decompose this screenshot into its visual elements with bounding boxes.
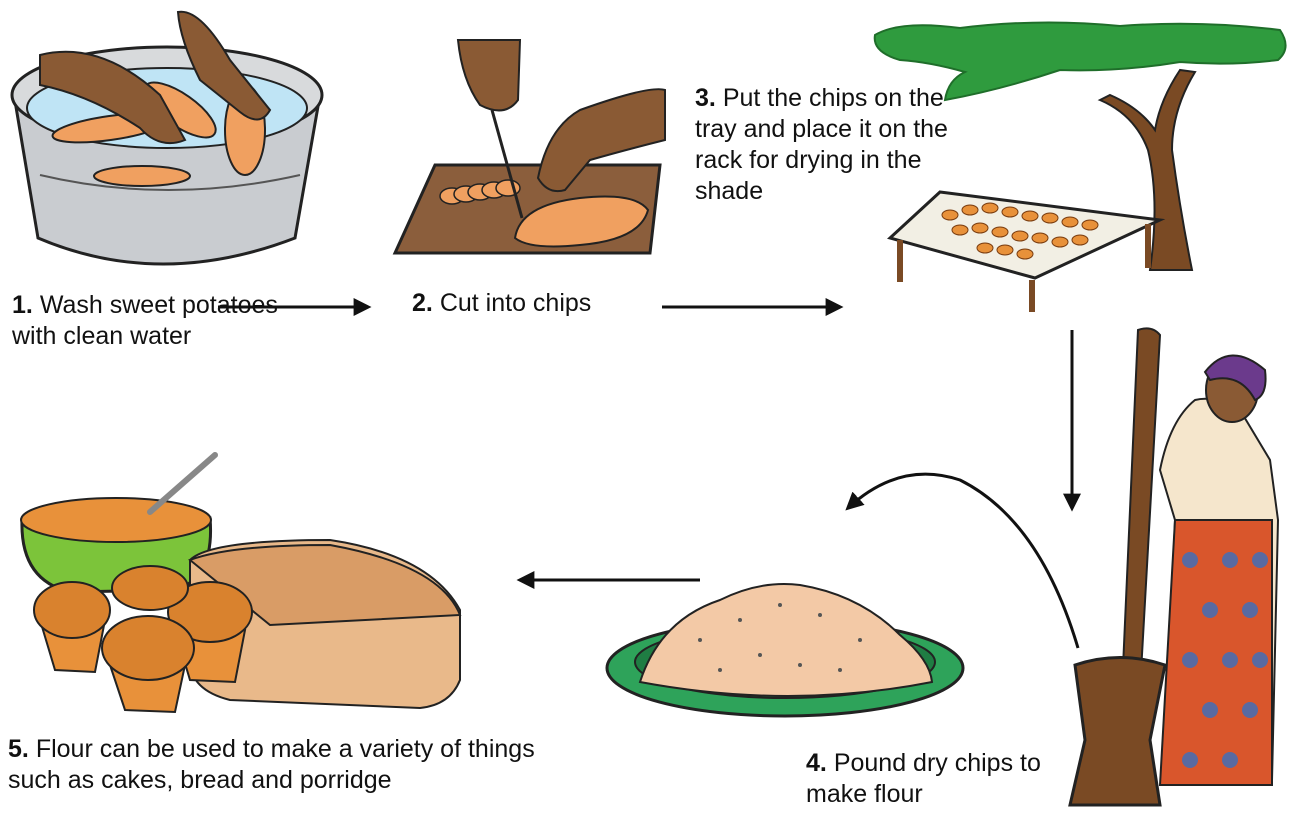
- step-2-text: Cut into chips: [440, 289, 591, 317]
- cutting-board-illustration: [395, 40, 665, 253]
- step-4-text: Pound dry chips to make flour: [806, 749, 1041, 808]
- step-3-text: Put the chips on the tray and place it o…: [695, 84, 948, 205]
- baked-goods-illustration: [21, 455, 460, 712]
- step-3-caption: 3. Put the chips on the tray and place i…: [695, 83, 955, 207]
- step-5-number: 5.: [8, 735, 29, 763]
- step-1-number: 1.: [12, 291, 33, 319]
- step-3-number: 3.: [695, 84, 716, 112]
- pounding-illustration: [1070, 328, 1278, 805]
- step-5-text: Flour can be used to make a variety of t…: [8, 735, 535, 794]
- step-4-caption: 4. Pound dry chips to make flour: [806, 748, 1066, 810]
- step-5-caption: 5. Flour can be used to make a variety o…: [8, 734, 568, 796]
- step-1-text: Wash sweet potatoes with clean water: [12, 291, 278, 350]
- step-2-number: 2.: [412, 289, 433, 317]
- flour-plate-illustration: [607, 584, 963, 716]
- step-1-caption: 1. Wash sweet potatoes with clean water: [12, 290, 292, 352]
- step-4-number: 4.: [806, 749, 827, 777]
- step-2-caption: 2. Cut into chips: [412, 288, 672, 319]
- washing-bowl-illustration: [12, 12, 322, 264]
